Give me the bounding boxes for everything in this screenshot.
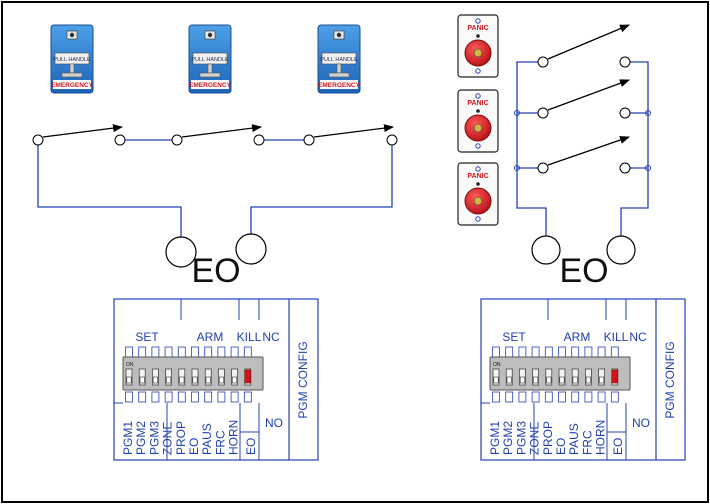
label-horn: HORN <box>594 420 608 455</box>
label-set: SET <box>135 330 159 344</box>
terminal-circle <box>531 235 561 265</box>
dip-switch-knob <box>585 376 591 384</box>
label-zone: ZONE <box>528 422 542 455</box>
contact-node <box>32 134 44 146</box>
dip-switch-knob <box>179 376 185 384</box>
switch-arm <box>42 124 123 138</box>
dip-switch-knob <box>152 376 158 384</box>
label-arm: ARM <box>197 330 224 344</box>
dip-on-label: ON <box>126 362 134 368</box>
contact-node <box>253 134 265 146</box>
label-frc: FRC <box>580 430 594 455</box>
label-arm: ARM <box>564 330 591 344</box>
dip-switch-knob <box>599 376 605 384</box>
label-nc: NC <box>262 330 280 344</box>
dip-switch-knob <box>572 376 578 384</box>
pull-station-2: PULL HANDLE EMERGENCY <box>188 24 232 94</box>
pull-handle-label: PULL HANDLE <box>191 57 229 63</box>
label-frc: FRC <box>213 430 227 455</box>
pull-handle-label: PULL HANDLE <box>53 57 91 63</box>
left-series-circuit: EO <box>32 124 398 290</box>
label-zone: ZONE <box>161 422 175 455</box>
label-prop: PROP <box>174 421 188 455</box>
contact-node <box>619 162 631 174</box>
panic-label: PANIC <box>467 25 488 32</box>
contact-node <box>619 107 631 119</box>
label-pgm3: PGM3 <box>514 421 528 455</box>
panic-button-2: PANIC <box>457 89 499 153</box>
panic-label: PANIC <box>467 173 488 180</box>
label-eo: EO <box>187 438 201 455</box>
label-pgm3: PGM3 <box>147 421 161 455</box>
switch-arm <box>547 24 630 60</box>
contact-node <box>537 56 549 68</box>
terminal-circle <box>606 235 636 265</box>
dip-switch-knob <box>232 376 238 384</box>
terminal-circle <box>165 236 197 268</box>
panic-label: PANIC <box>467 100 488 107</box>
label-paus: PAUS <box>567 423 581 455</box>
dip-switch-active <box>244 369 252 384</box>
label-eo: EO <box>611 438 625 455</box>
label-paus: PAUS <box>200 423 214 455</box>
right-parallel-circuit: EO <box>514 24 651 290</box>
dip-switch-knob <box>139 376 145 384</box>
dip-switch-knob <box>559 376 565 384</box>
dip-switch-knob <box>546 376 552 384</box>
contact-node <box>537 107 549 119</box>
terminal-label-eo: EO <box>191 252 240 290</box>
switch-arm <box>547 79 630 111</box>
label-nc: NC <box>629 330 647 344</box>
contact-node <box>619 56 631 68</box>
contact-node <box>171 134 183 146</box>
label-eo: EO <box>554 438 568 455</box>
panic-button-3: PANIC <box>457 162 499 226</box>
label-prop: PROP <box>541 421 555 455</box>
label-kill: KILL <box>237 330 262 344</box>
pull-station-1: PULL HANDLE EMERGENCY <box>50 24 94 94</box>
contact-node <box>303 134 315 146</box>
panic-button-1: PANIC <box>457 14 499 78</box>
dip-switch-knob <box>506 376 512 384</box>
emergency-label: EMERGENCY <box>189 82 232 89</box>
dip-switch-knob <box>519 376 525 384</box>
label-pgm1: PGM1 <box>488 421 502 455</box>
dip-switch-active <box>611 369 619 384</box>
label-set: SET <box>502 330 526 344</box>
dip-switch-knob <box>533 376 539 384</box>
switch-arm <box>547 136 630 166</box>
switch-arm <box>313 124 394 138</box>
switch-arm <box>181 124 262 138</box>
dip-switch-knob <box>205 376 211 384</box>
label-eo: EO <box>244 438 258 455</box>
contact-node <box>114 134 126 146</box>
dip-switch-knob <box>192 376 198 384</box>
label-kill: KILL <box>604 330 629 344</box>
emergency-label: EMERGENCY <box>51 82 94 89</box>
pull-handle-label: PULL HANDLE <box>320 57 358 63</box>
pull-station-3: PULL HANDLE EMERGENCY <box>317 24 361 94</box>
label-pgm-config: PGM CONFIG <box>663 341 677 418</box>
label-pgm2: PGM2 <box>134 421 148 455</box>
emergency-label: EMERGENCY <box>318 82 361 89</box>
terminal-circle <box>235 233 267 265</box>
label-horn: HORN <box>227 420 241 455</box>
label-pgm2: PGM2 <box>501 421 515 455</box>
dip-switch-knob <box>218 376 224 384</box>
label-pgm-config: PGM CONFIG <box>296 341 310 418</box>
label-pgm1: PGM1 <box>121 421 135 455</box>
label-no: NO <box>265 416 283 430</box>
dip-switch-knob <box>126 376 132 384</box>
dip-switch-knob <box>493 376 499 384</box>
contact-node <box>537 162 549 174</box>
dip-switch-knob <box>166 376 172 384</box>
dip-on-label: ON <box>493 362 501 368</box>
label-no: NO <box>632 416 650 430</box>
terminal-label-eo: EO <box>559 252 608 290</box>
contact-node <box>386 134 398 146</box>
